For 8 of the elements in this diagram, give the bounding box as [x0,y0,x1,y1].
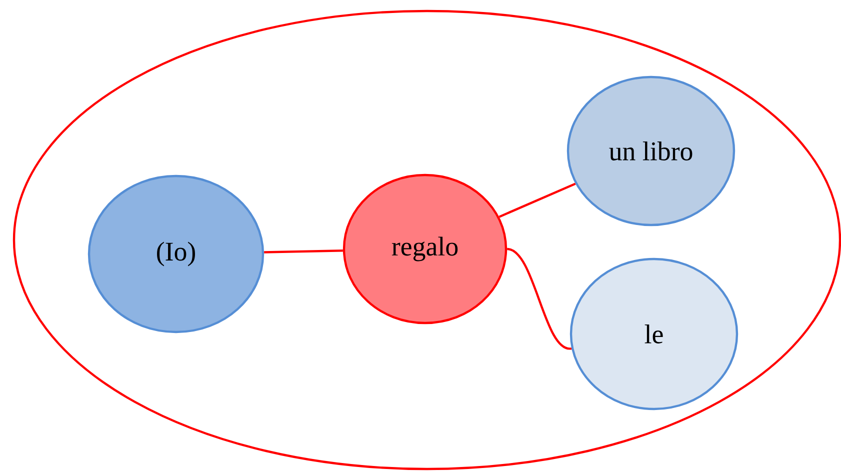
connector-line [506,248,572,350]
connector-line [498,182,576,218]
ellipse-node: un libro [566,76,736,226]
connector-line [264,250,343,254]
ellipse-node: regalo [342,174,508,324]
outer-ellipse [12,10,841,470]
ellipse-node: (Io) [88,174,264,334]
ellipse-node: le [570,258,738,410]
